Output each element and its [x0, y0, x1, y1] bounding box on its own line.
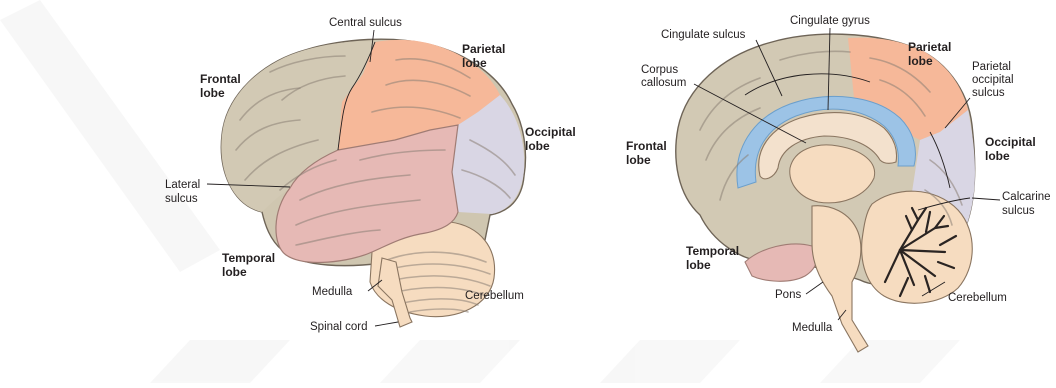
label-parietal-occipital-sulcus-line3: sulcus	[972, 87, 1005, 99]
label-medial-temporal-lobe-line1: Temporal	[686, 244, 739, 258]
lateral-brain-view: Central sulcus Parietal lobe Frontal lob…	[165, 17, 576, 333]
label-central-sulcus: Central sulcus	[329, 17, 402, 29]
medial-brain-view: Cingulate sulcus Cingulate gyrus Parieta…	[626, 15, 1051, 352]
label-spinal-cord: Spinal cord	[310, 321, 368, 333]
label-corpus-callosum-line2: callosum	[641, 77, 686, 89]
label-medulla-medial: Medulla	[792, 322, 833, 334]
label-cingulate-sulcus: Cingulate sulcus	[661, 29, 746, 41]
medial-cerebellum	[862, 191, 973, 303]
leader-calcarine-sulcus	[972, 198, 1000, 200]
label-frontal-lobe-line1: Frontal	[200, 72, 241, 86]
label-temporal-lobe-line2: lobe	[222, 265, 247, 279]
label-lateral-sulcus-line2: sulcus	[165, 193, 198, 205]
label-temporal-lobe-line1: Temporal	[222, 251, 275, 265]
label-parietal-occipital-sulcus-line2: occipital	[972, 74, 1014, 86]
label-corpus-callosum-line1: Corpus	[641, 64, 678, 76]
label-cerebellum-lateral: Cerebellum	[465, 290, 524, 302]
label-medial-frontal-lobe-line2: lobe	[626, 153, 651, 167]
label-calcarine-sulcus-line2: sulcus	[1002, 205, 1035, 217]
label-cingulate-gyrus: Cingulate gyrus	[790, 15, 870, 27]
label-occipital-lobe-line2: lobe	[525, 139, 550, 153]
leader-spinal-cord	[375, 322, 398, 326]
label-occipital-lobe-line1: Occipital	[525, 125, 576, 139]
label-medial-occipital-lobe-line1: Occipital	[985, 135, 1036, 149]
label-calcarine-sulcus-line1: Calcarine	[1002, 191, 1051, 203]
label-lateral-sulcus-line1: Lateral	[165, 179, 200, 191]
label-medial-parietal-lobe-line1: Parietal	[908, 40, 951, 54]
label-medial-occipital-lobe-line2: lobe	[985, 149, 1010, 163]
label-cerebellum-medial: Cerebellum	[948, 292, 1007, 304]
label-pons: Pons	[775, 289, 801, 301]
label-parietal-lobe-line2: lobe	[462, 56, 487, 70]
label-parietal-occipital-sulcus-line1: Parietal	[972, 61, 1011, 73]
leader-pons	[806, 282, 823, 294]
label-frontal-lobe-line2: lobe	[200, 86, 225, 100]
label-parietal-lobe-line1: Parietal	[462, 42, 505, 56]
label-medial-parietal-lobe-line2: lobe	[908, 54, 933, 68]
label-medial-frontal-lobe-line1: Frontal	[626, 139, 667, 153]
label-medial-temporal-lobe-line2: lobe	[686, 258, 711, 272]
label-medulla-lateral: Medulla	[312, 286, 353, 298]
